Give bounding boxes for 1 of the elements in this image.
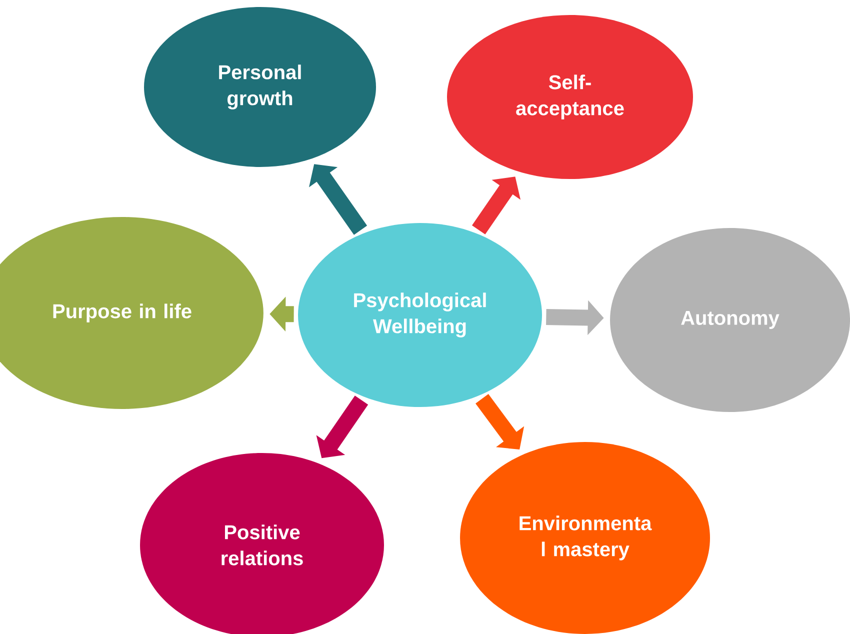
block-arrow: [309, 164, 368, 235]
